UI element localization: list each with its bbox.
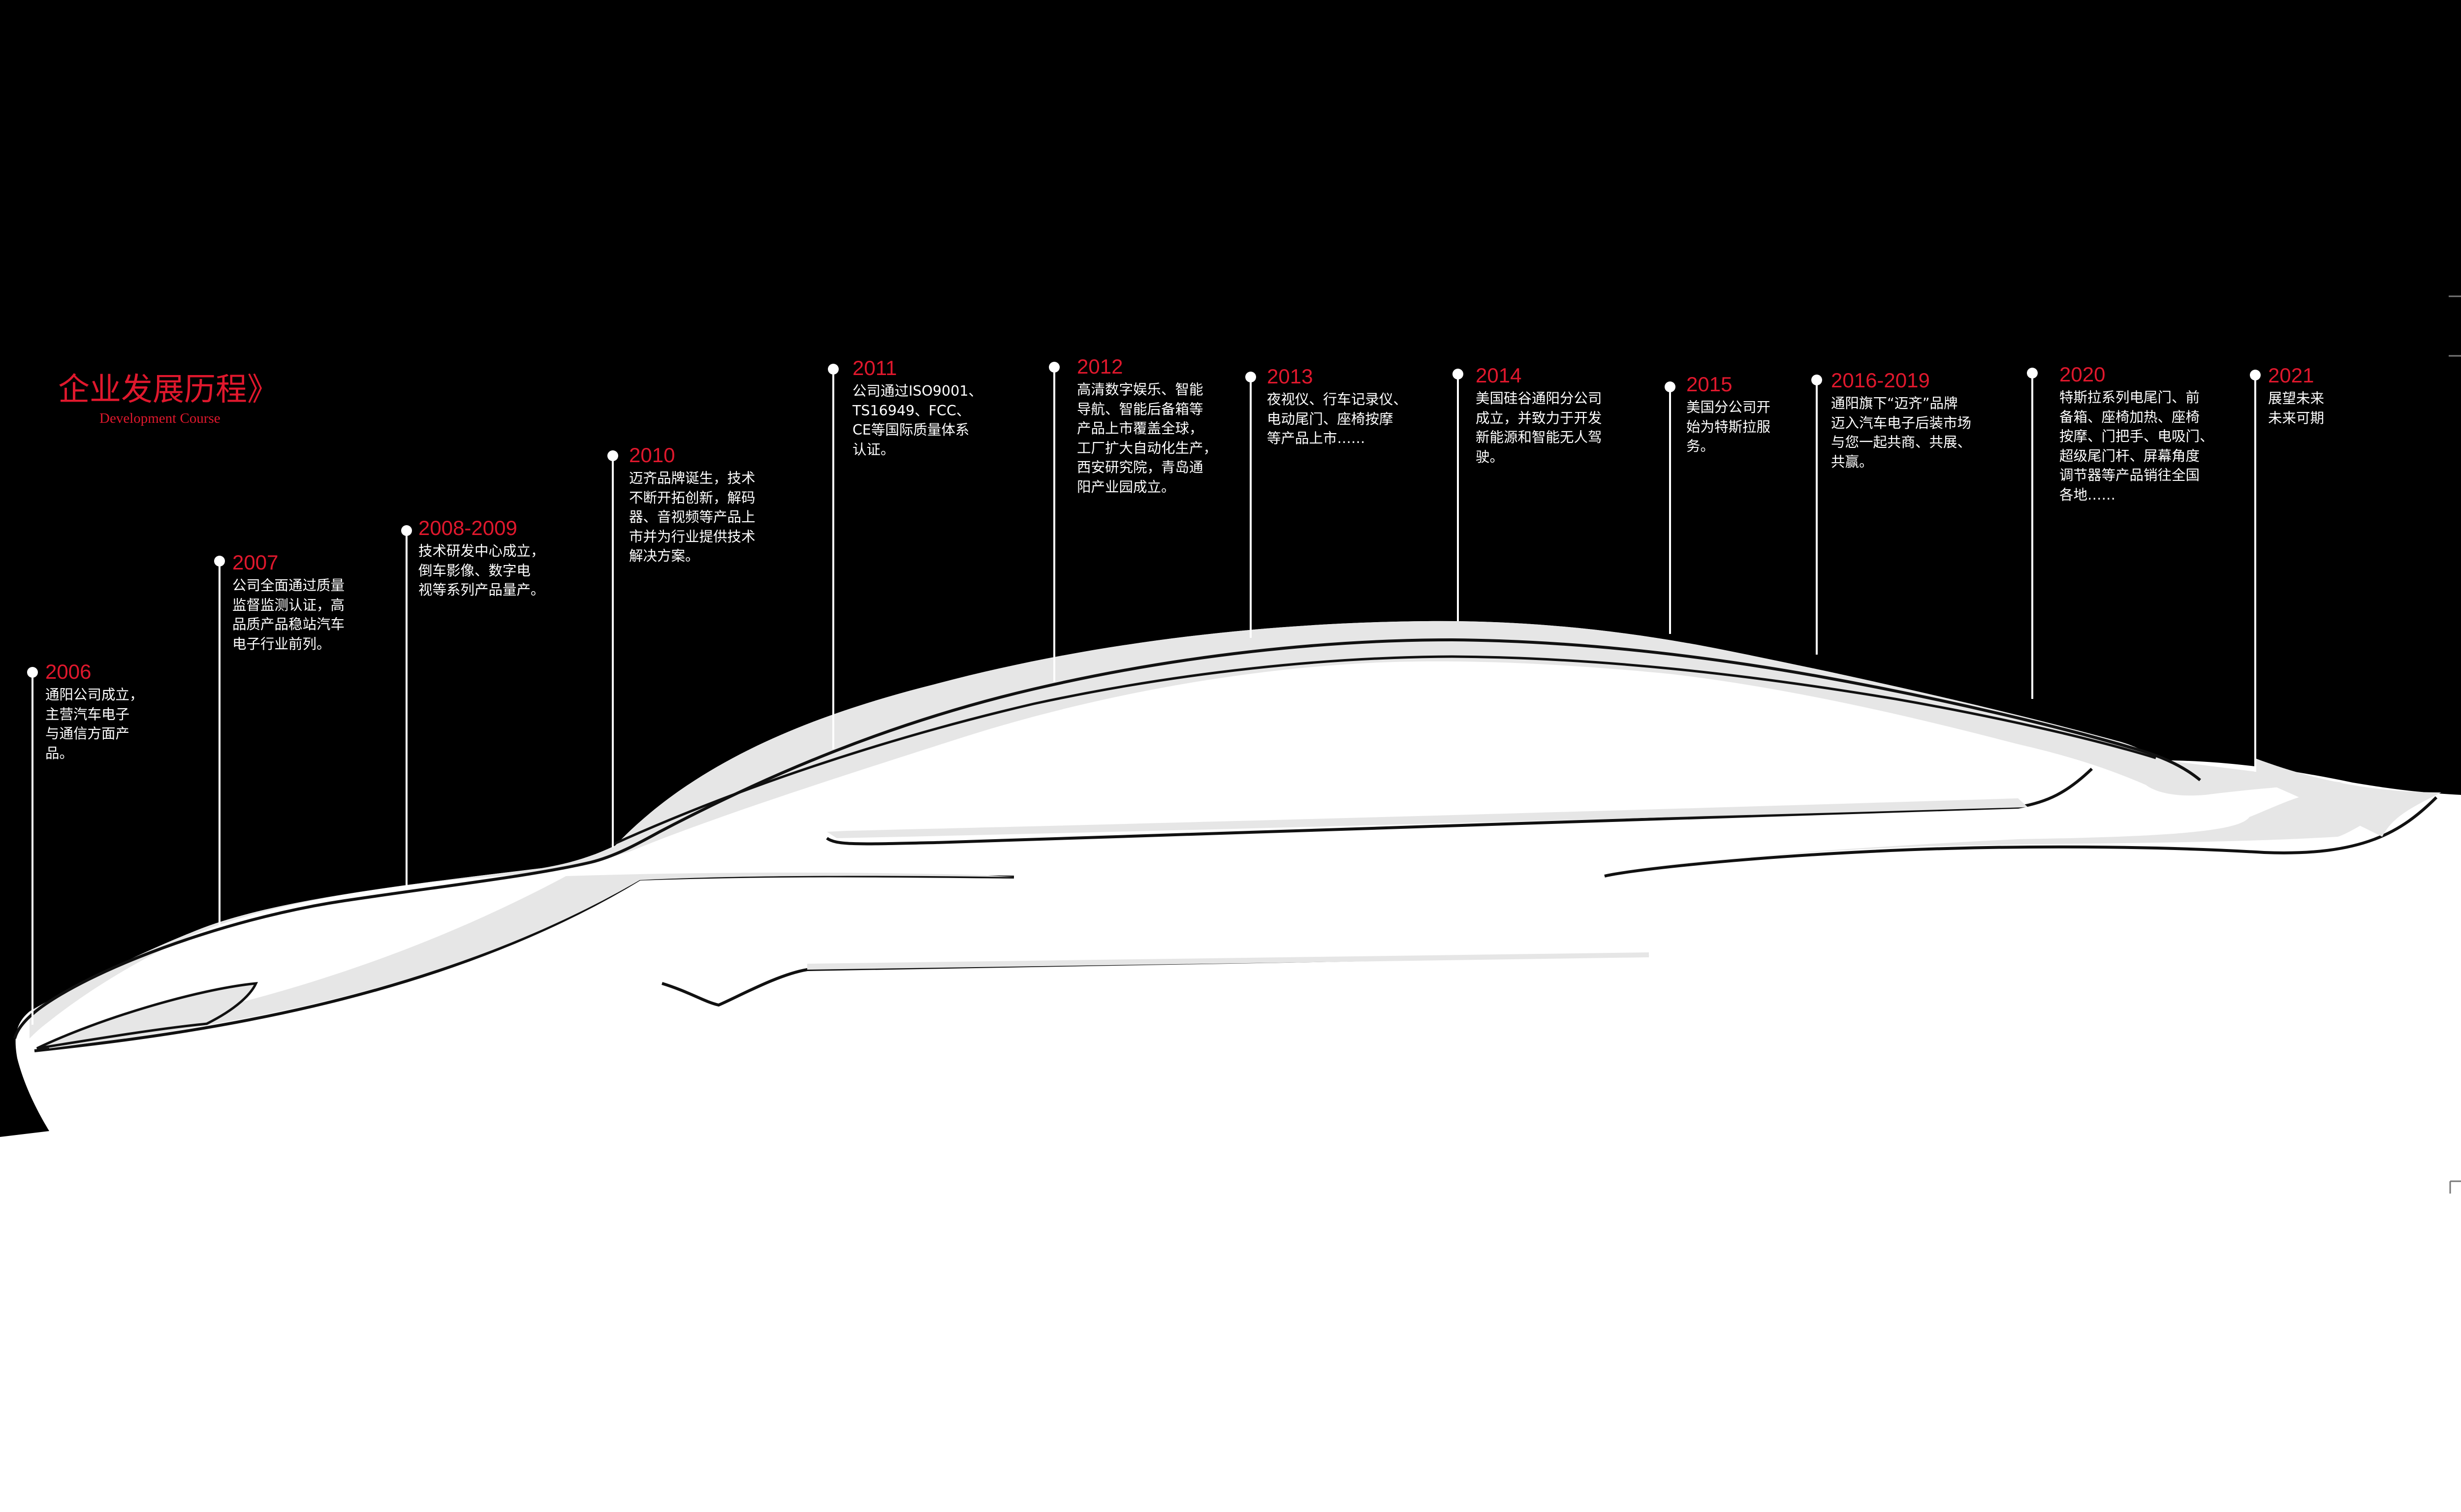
milestone-text: 通阳公司成立， 主营汽车电子 与通信方面产 品。 <box>45 687 144 761</box>
milestone-2021: 2021 展望未来 未来可期 <box>2268 363 2324 428</box>
milestone-year: 2020 <box>2059 363 2106 386</box>
milestone-2015: 2015 美国分公司开 始为特斯拉服 务。 <box>1686 372 1770 456</box>
timeline-dot <box>1665 381 1675 392</box>
milestone-year: 2008-2009 <box>418 516 517 539</box>
rear-shoulder-line <box>1604 796 2438 878</box>
timeline-dot <box>27 667 38 678</box>
heading-title-en: Development Course <box>99 410 221 426</box>
milestone-text: 公司通过ISO9001、 TS16949、FCC、 CE等国际质量体系 认证。 <box>852 383 982 458</box>
corner-mark-bottom <box>2449 1180 2461 1194</box>
milestone-year: 2010 <box>629 443 675 467</box>
milestone-text: 夜视仪、行车记录仪、 电动尾门、座椅按摩 等产品上市…… <box>1267 391 1408 446</box>
timeline-dot <box>828 364 839 375</box>
timeline-dot <box>2027 368 2038 378</box>
milestone-2011: 2011 公司通过ISO9001、 TS16949、FCC、 CE等国际质量体系… <box>852 356 982 459</box>
headlight <box>36 982 258 1050</box>
section-heading: 企业发展历程》 Development Course <box>58 370 279 427</box>
milestone-year: 2021 <box>2268 364 2314 387</box>
milestone-text: 美国分公司开 始为特斯拉服 务。 <box>1686 399 1771 454</box>
milestone-year: 2011 <box>852 356 897 379</box>
milestone-2012: 2012 高清数字娱乐、智能 导航、智能后备箱等 产品上市覆盖全球， 工厂扩大自… <box>1077 354 1217 497</box>
black-background <box>0 0 2461 1137</box>
milestone-text: 技术研发中心成立， 倒车影像、数字电 视等系列产品量产。 <box>418 543 545 598</box>
timeline-dot <box>401 525 412 536</box>
milestone-2010: 2010 迈齐品牌诞生，技术 不断开拓创新，解码 器、音视频等产品上 市并为行业… <box>629 443 756 566</box>
timeline-dot <box>1452 369 1463 379</box>
milestone-2014: 2014 美国硅谷通阳分公司 成立，并致力于开发 新能源和智能无人驾 驶。 <box>1476 363 1602 467</box>
milestone-2013: 2013 夜视仪、行车记录仪、 电动尾门、座椅按摩 等产品上市…… <box>1267 364 1407 448</box>
timeline-dot <box>2250 370 2261 380</box>
timeline-dot <box>607 450 618 461</box>
timeline-dot <box>1245 372 1256 382</box>
timeline-dot <box>1049 362 1060 373</box>
heading-title-zh: 企业发展历程》 <box>58 372 279 408</box>
milestone-year: 2014 <box>1476 364 1522 387</box>
milestone-year: 2012 <box>1077 355 1123 378</box>
lower-body-line <box>662 953 1649 1007</box>
milestone-year: 2016-2019 <box>1831 369 1930 392</box>
milestone-text: 公司全面通过质量 监督监测认证，高 品质产品稳站汽车 电子行业前列。 <box>232 577 345 652</box>
milestone-text: 展望未来 未来可期 <box>2268 390 2325 426</box>
timeline-dot <box>214 556 225 567</box>
milestone-text: 美国硅谷通阳分公司 成立，并致力于开发 新能源和智能无人驾 驶。 <box>1476 390 1602 465</box>
milestone-2016-2019: 2016-2019 通阳旗下“迈齐”品牌 迈入汽车电子后装市场 与您一起共商、共… <box>1831 368 1971 472</box>
milestone-year: 2006 <box>45 660 92 683</box>
timeline-pins <box>27 362 2261 1025</box>
milestone-year: 2013 <box>1267 365 1313 388</box>
milestone-text: 通阳旗下“迈齐”品牌 迈入汽车电子后装市场 与您一起共商、共展、 共赢。 <box>1831 395 1972 470</box>
milestone-year: 2015 <box>1686 373 1733 396</box>
timeline-dot <box>1811 375 1822 385</box>
milestone-2020: 2020 特斯拉系列电尾门、前 备箱、座椅加热、座椅 按摩、门把手、电吸门、 超… <box>2059 362 2214 504</box>
roof-outline <box>13 638 2201 1039</box>
milestone-text: 高清数字娱乐、智能 导航、智能后备箱等 产品上市覆盖全球， 工厂扩大自动化生产，… <box>1077 381 1218 495</box>
milestone-year: 2007 <box>232 551 279 574</box>
milestone-text: 特斯拉系列电尾门、前 备箱、座椅加热、座椅 按摩、门把手、电吸门、 超级尾门杆、… <box>2059 389 2214 503</box>
front-shoulder-highlight <box>49 872 1014 1048</box>
milestone-2008-2009: 2008-2009 技术研发中心成立， 倒车影像、数字电 视等系列产品量产。 <box>418 516 545 600</box>
milestone-2007: 2007 公司全面通过质量 监督监测认证，高 品质产品稳站汽车 电子行业前列。 <box>232 550 345 654</box>
lower-body-highlight <box>807 952 1649 970</box>
window-highlight <box>827 798 2028 838</box>
front-shoulder-line <box>34 874 1014 1052</box>
roof-inner-outline <box>609 655 2156 847</box>
milestone-text: 迈齐品牌诞生，技术 不断开拓创新，解码 器、音视频等产品上 市并为行业提供技术 … <box>629 470 756 564</box>
milestone-2006: 2006 通阳公司成立， 主营汽车电子 与通信方面产 品。 <box>45 660 144 763</box>
rear-tip-accent <box>2254 758 2441 837</box>
